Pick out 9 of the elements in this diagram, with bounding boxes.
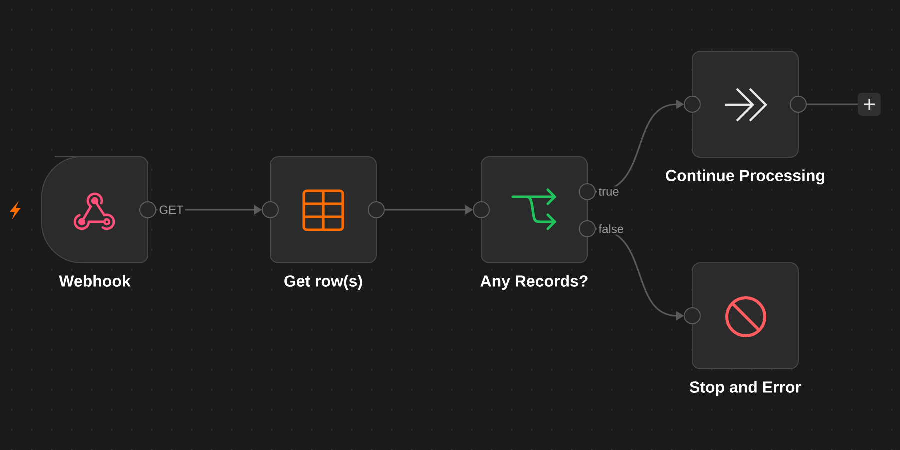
connector bbox=[806, 104, 858, 106]
node-title: Continue Processing bbox=[666, 170, 824, 185]
node-title: Get row(s) bbox=[284, 275, 362, 290]
edge-label: true bbox=[597, 186, 621, 198]
node-title: Stop and Error bbox=[690, 381, 802, 396]
node-title: Any Records? bbox=[480, 275, 588, 290]
node-title: Webhook bbox=[59, 275, 131, 287]
edge-label: GET bbox=[158, 204, 186, 216]
edge-label: false bbox=[597, 223, 626, 235]
